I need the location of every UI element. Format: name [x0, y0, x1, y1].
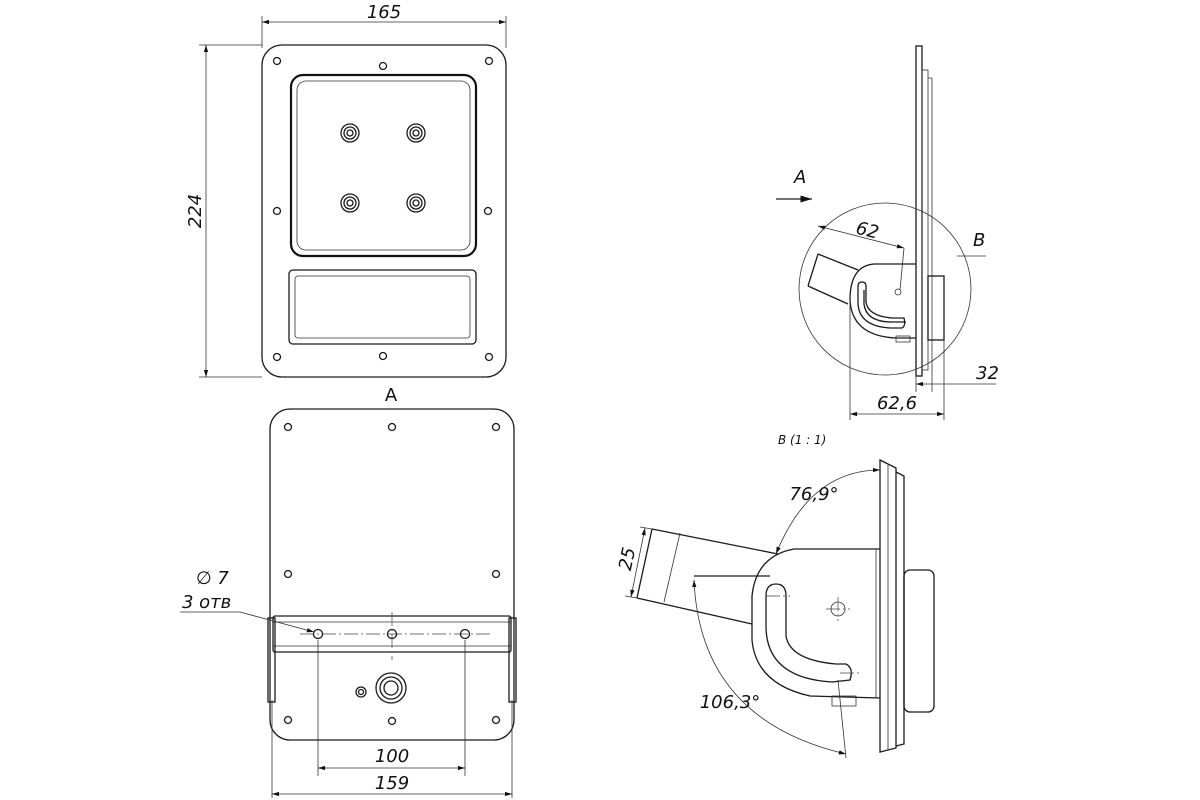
detail-lock-body [903, 569, 935, 713]
front-recess-inner [296, 80, 471, 251]
hinge-left-tab [267, 617, 276, 703]
mounting-hole [283, 715, 293, 725]
front-handle-pocket-inner [294, 275, 471, 339]
dimension-text: 100 [375, 746, 409, 767]
dimension-text: 165 [367, 2, 401, 23]
mounting-hole [272, 206, 282, 216]
view-a: ∅ 7 3 отв 100 159 [180, 408, 517, 798]
stud [406, 193, 426, 213]
front-view: 165 224 [185, 2, 507, 378]
stud [340, 123, 360, 143]
mounting-hole [272, 56, 282, 66]
view-a-mounting-holes [283, 422, 501, 726]
detail-circle-b [798, 202, 972, 376]
view-a-arrow-label: A [793, 167, 806, 188]
hinge-hole [312, 628, 324, 640]
angle-106-3: 106,3° [692, 579, 847, 759]
mounting-hole [387, 716, 397, 726]
hinge-right-tab [508, 617, 517, 703]
front-mounting-holes [272, 56, 494, 362]
mounting-hole [378, 351, 388, 361]
detail-slot [765, 583, 852, 683]
dimension-224: 224 [185, 44, 262, 378]
dimension-32: 32 [915, 363, 999, 392]
side-handle-arm [807, 253, 859, 305]
front-recess-outer [289, 73, 478, 258]
detail-plate [879, 458, 897, 753]
stud [406, 123, 426, 143]
mounting-hole [484, 352, 494, 362]
dimension-62: 62 [817, 218, 905, 291]
detail-b-label: B [973, 230, 985, 251]
hinge-hole [459, 628, 471, 640]
mounting-hole [491, 422, 501, 432]
hole-count-text: 3 отв [182, 592, 231, 613]
hole-diameter-text: ∅ 7 [196, 568, 229, 589]
side-pivot [894, 288, 902, 296]
dimension-62-6: 62,6 [849, 300, 945, 420]
dimension-text: 62 [854, 218, 881, 244]
dimension-text: 25 [615, 545, 640, 572]
mounting-hole [378, 61, 388, 71]
mounting-hole [272, 352, 282, 362]
stud [340, 193, 360, 213]
lock-cylinder [355, 672, 407, 704]
dimension-159: 159 [271, 700, 513, 798]
mounting-hole [491, 569, 501, 579]
dimension-25: 25 [615, 526, 653, 599]
angle-text: 76,9° [789, 484, 838, 505]
dimension-100: 100 [317, 640, 466, 776]
side-view: A B 62 32 [776, 45, 999, 420]
dimension-text: 32 [976, 363, 999, 384]
front-plate-outline [261, 44, 507, 378]
view-a-plate-outline [269, 408, 515, 741]
mounting-hole [387, 422, 397, 432]
mounting-hole [483, 206, 493, 216]
hole-callout: ∅ 7 3 отв [180, 568, 315, 633]
hinge-holes [312, 612, 471, 660]
detail-bracket [751, 548, 881, 699]
mounting-hole [283, 422, 293, 432]
view-a-title: A [385, 385, 398, 406]
angle-76-9: 76,9° [775, 467, 881, 555]
mounting-hole [484, 56, 494, 66]
dimension-165: 165 [261, 2, 507, 48]
angle-text: 106,3° [700, 692, 761, 713]
mounting-hole [491, 715, 501, 725]
front-handle-pocket-outer [288, 269, 477, 345]
detail-b-title: B (1 : 1) [778, 433, 826, 447]
mounting-hole [283, 569, 293, 579]
side-lock-body [927, 275, 945, 341]
detail-b-view: 25 76,9° 106,3° [615, 458, 935, 759]
dimension-text: 62,6 [877, 393, 917, 414]
dimension-text: 159 [375, 773, 409, 794]
dimension-text: 224 [185, 194, 206, 228]
front-studs [340, 123, 426, 213]
side-plate-inner [921, 69, 929, 371]
